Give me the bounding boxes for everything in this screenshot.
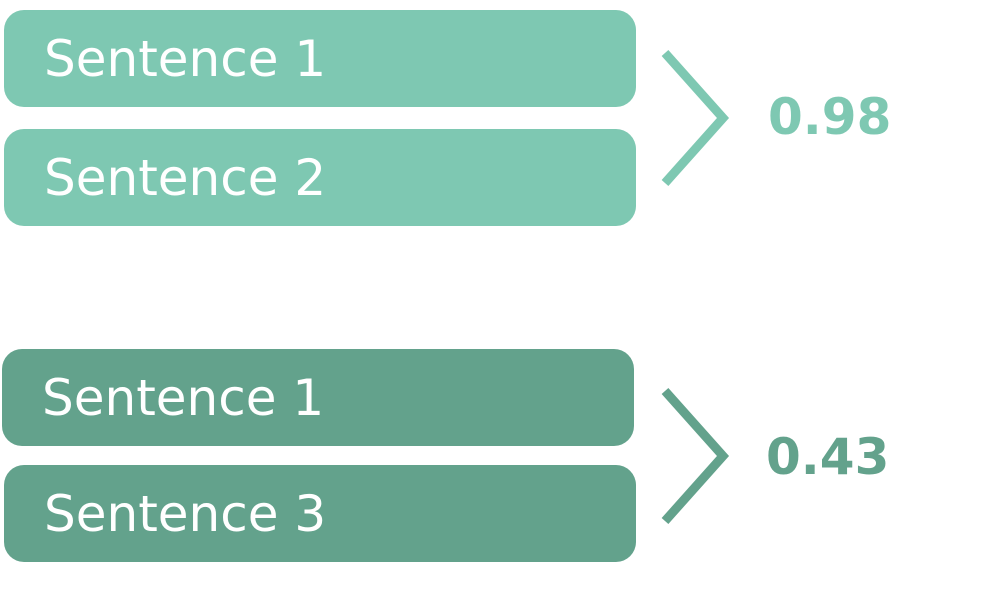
pair-2-bracket-icon (661, 388, 730, 524)
pair-1-score: 0.98 (768, 88, 892, 146)
pair-1-sentence-b-label: Sentence 2 (44, 148, 327, 207)
pair-1-bracket-icon (661, 50, 730, 186)
pair-1-sentence-b: Sentence 2 (4, 129, 636, 226)
pair-2-score: 0.43 (766, 428, 890, 486)
pair-2-sentence-a-label: Sentence 1 (42, 368, 325, 427)
pair-1-sentence-a-label: Sentence 1 (44, 29, 327, 88)
pair-2-sentence-b-label: Sentence 3 (44, 484, 327, 543)
pair-2-sentence-b: Sentence 3 (4, 465, 636, 562)
pair-2-sentence-a: Sentence 1 (2, 349, 634, 446)
pair-1-sentence-a: Sentence 1 (4, 10, 636, 107)
